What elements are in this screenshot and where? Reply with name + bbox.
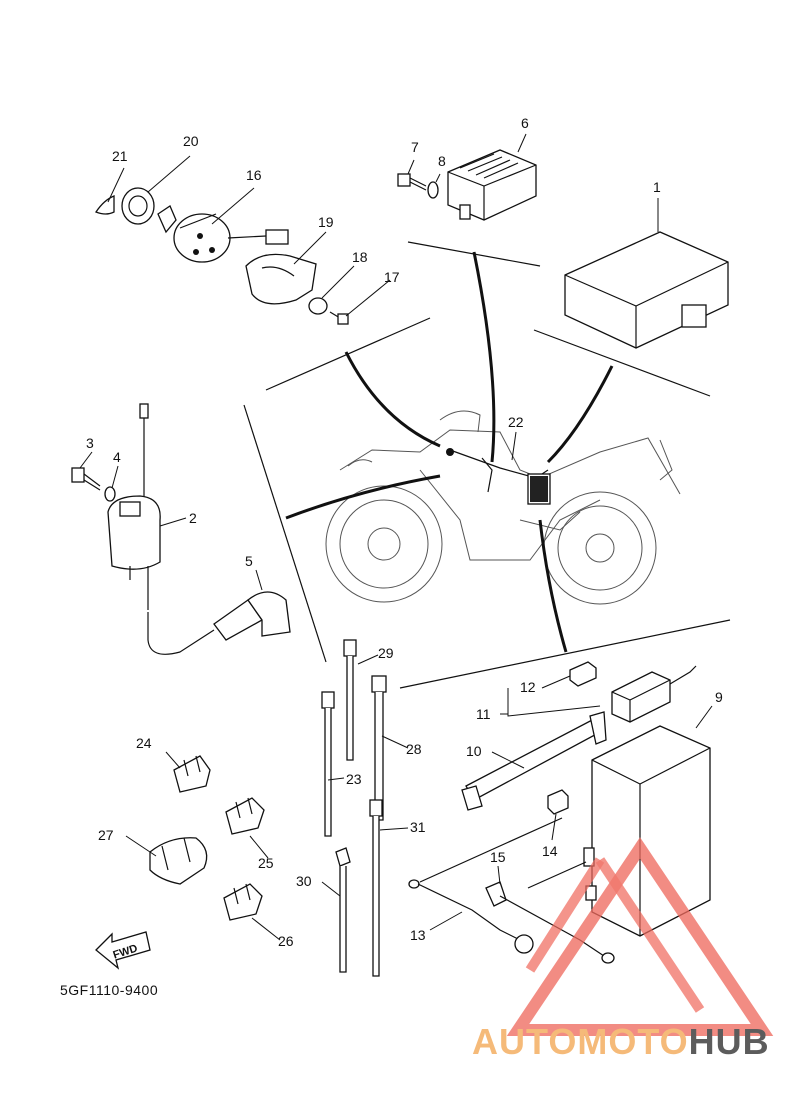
callout-31: 31 bbox=[410, 819, 426, 835]
part-20-nut bbox=[121, 187, 155, 225]
callout-22: 22 bbox=[508, 414, 524, 430]
part-19-switch-cover bbox=[245, 253, 317, 305]
part-26-clamp bbox=[223, 883, 263, 921]
part-29-cable-tie bbox=[343, 639, 357, 761]
callout-15: 15 bbox=[490, 849, 506, 865]
part-5-spark-plug-cap bbox=[147, 591, 291, 655]
part-25-clamp bbox=[225, 797, 265, 835]
part-28-cable-tie bbox=[371, 675, 387, 821]
part-4-washer bbox=[104, 486, 116, 502]
callout-7: 7 bbox=[411, 139, 419, 155]
part-31-cable-tie bbox=[369, 799, 383, 977]
callout-18: 18 bbox=[352, 249, 368, 265]
callout-29: 29 bbox=[378, 645, 394, 661]
fwd-arrow bbox=[95, 931, 151, 970]
callout-9: 9 bbox=[715, 689, 723, 705]
callout-12: 12 bbox=[520, 679, 536, 695]
callout-3: 3 bbox=[86, 435, 94, 451]
part-30-cable-tie bbox=[335, 847, 351, 973]
callout-27: 27 bbox=[98, 827, 114, 843]
callout-24: 24 bbox=[136, 735, 152, 751]
part-17-bolt bbox=[329, 311, 349, 325]
part-1-cdi-unit bbox=[564, 231, 729, 349]
part-18-washer bbox=[308, 297, 328, 315]
part-11-fuse-holder bbox=[611, 665, 697, 723]
callout-8: 8 bbox=[438, 153, 446, 169]
part-24-clamp bbox=[173, 755, 211, 793]
part-13-battery-lead bbox=[408, 817, 563, 954]
callout-26: 26 bbox=[278, 933, 294, 949]
motorcycle-silhouette bbox=[325, 410, 681, 605]
part-6-rectifier bbox=[447, 149, 537, 221]
diagram-code: 5GF1110-9400 bbox=[60, 982, 159, 998]
part-10-battery-band bbox=[461, 711, 607, 811]
callout-numbers: 1 2 3 4 5 6 7 8 9 10 11 12 13 14 15 16 1… bbox=[86, 115, 723, 949]
part-27-clamp bbox=[149, 837, 208, 885]
callout-28: 28 bbox=[406, 741, 422, 757]
callout-23: 23 bbox=[346, 771, 362, 787]
part-3-bolt bbox=[71, 467, 101, 491]
leader-lines bbox=[79, 133, 713, 941]
part-16-main-switch bbox=[157, 205, 289, 263]
watermark-logo: AUTOMOTOHUB bbox=[472, 837, 774, 1062]
callout-13: 13 bbox=[410, 927, 426, 943]
watermark-triangle-outer bbox=[506, 837, 774, 1036]
callout-21: 21 bbox=[112, 148, 128, 164]
callout-19: 19 bbox=[318, 214, 334, 230]
callout-11: 11 bbox=[476, 706, 491, 722]
part-15-negative-lead bbox=[485, 861, 615, 964]
watermark-text: AUTOMOTOHUB bbox=[472, 1021, 770, 1062]
part-7-bolt bbox=[397, 173, 427, 191]
callout-1: 1 bbox=[653, 179, 661, 195]
callout-16: 16 bbox=[246, 167, 262, 183]
callout-wedges bbox=[243, 241, 731, 689]
callout-20: 20 bbox=[183, 133, 199, 149]
callout-14: 14 bbox=[542, 843, 558, 859]
part-8-washer bbox=[427, 181, 439, 199]
callout-2: 2 bbox=[189, 510, 197, 526]
callout-6: 6 bbox=[521, 115, 529, 131]
part-14-fuse bbox=[547, 789, 569, 815]
wire-harness-22 bbox=[446, 448, 551, 505]
callout-25: 25 bbox=[258, 855, 274, 871]
part-23-cable-tie bbox=[321, 691, 335, 837]
part-12-fuse bbox=[569, 661, 597, 687]
callout-4: 4 bbox=[113, 449, 121, 465]
part-2-ignition-coil bbox=[107, 403, 161, 610]
callout-30: 30 bbox=[296, 873, 312, 889]
callout-10: 10 bbox=[466, 743, 482, 759]
callout-5: 5 bbox=[245, 553, 253, 569]
part-21-cap bbox=[95, 195, 115, 215]
callout-17: 17 bbox=[384, 269, 400, 285]
